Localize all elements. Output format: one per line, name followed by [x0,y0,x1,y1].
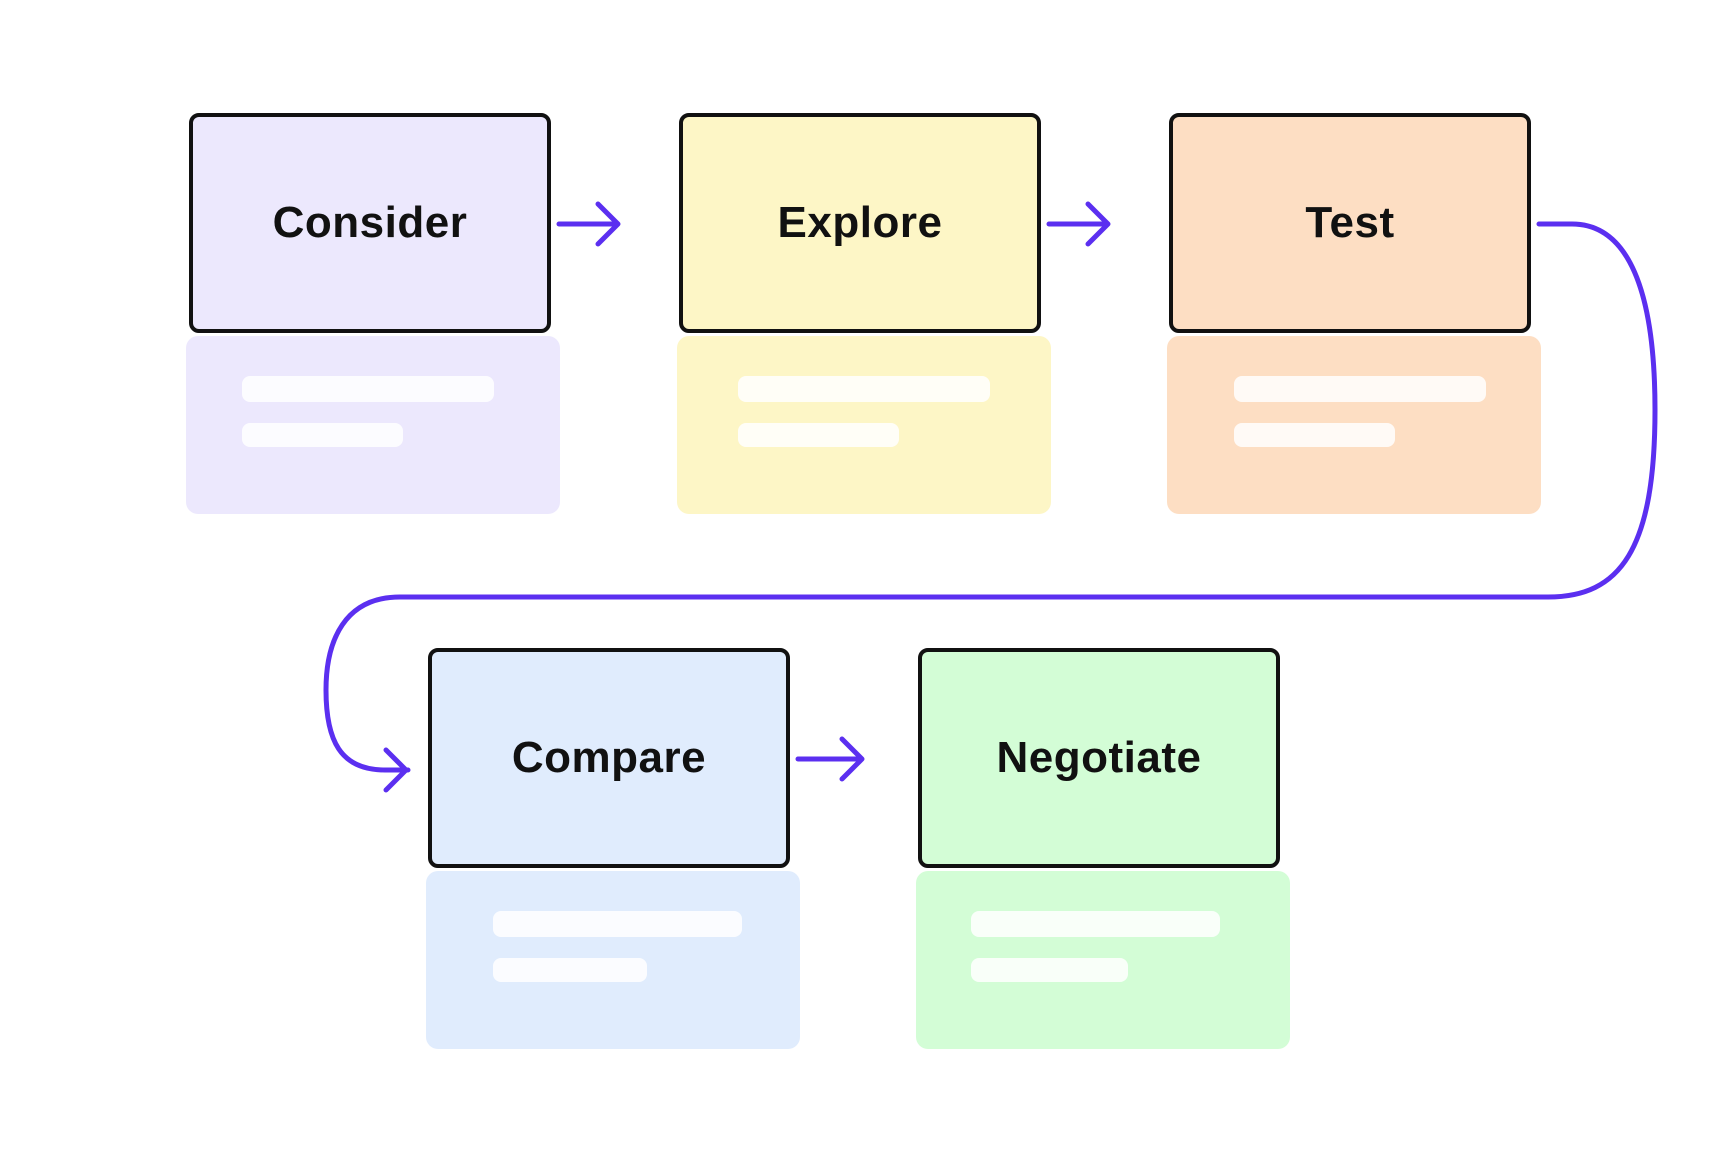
stage-compare-title: Compare [511,733,707,782]
arrowhead-icon [595,201,621,247]
stage-negotiate-title: Negotiate [996,733,1202,782]
placeholder-line [242,376,494,402]
placeholder-line [493,911,742,937]
placeholder-line [1234,423,1395,447]
arrowhead-icon [1085,201,1111,247]
stage-consider-header[interactable]: Consider [189,113,551,333]
placeholder-line [242,423,403,447]
placeholder-line [738,423,899,447]
stage-explore-header[interactable]: Explore [679,113,1041,333]
stage-compare-header[interactable]: Compare [428,648,790,868]
arrowhead-icon [839,736,865,782]
stage-test-header[interactable]: Test [1169,113,1531,333]
placeholder-line [738,376,990,402]
arrow-explore-to-test [1046,201,1111,247]
stage-negotiate-header[interactable]: Negotiate [918,648,1280,868]
stage-consider-title: Consider [272,198,468,247]
stage-test-title: Test [1305,198,1395,247]
stage-explore-title: Explore [777,198,943,247]
arrowhead-icon [383,747,409,793]
arrow-compare-to-negotiate [795,736,865,782]
placeholder-line [971,958,1128,982]
placeholder-line [493,958,647,982]
placeholder-line [1234,376,1486,402]
arrow-consider-to-explore [556,201,621,247]
placeholder-line [971,911,1220,937]
